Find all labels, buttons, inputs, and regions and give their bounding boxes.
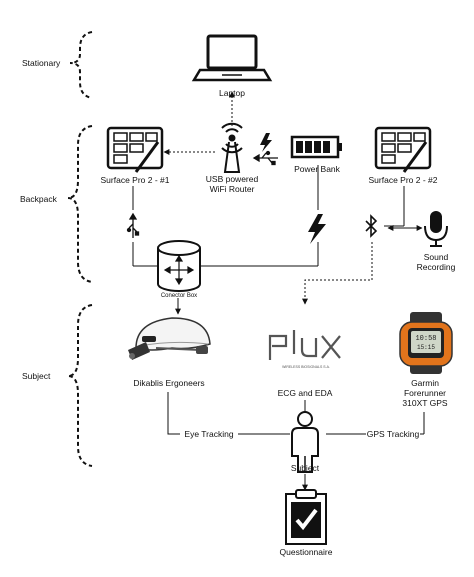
sound-label-line2: Recording	[416, 262, 456, 272]
clipboard-icon	[285, 489, 327, 545]
group-label-stationary: Stationary	[22, 58, 61, 68]
group-label-backpack: Backpack	[20, 194, 57, 204]
plux-logo	[268, 330, 341, 360]
router-label-line2: WiFi Router	[209, 184, 255, 194]
lightning-icon	[260, 133, 272, 152]
watch-icon: 10:58 15:15	[399, 312, 453, 374]
brace-backpack	[67, 125, 93, 283]
brace-stationary	[69, 31, 93, 99]
usb-icon	[126, 212, 140, 238]
brace-subject	[67, 304, 93, 467]
subject-person-label: Subject	[290, 463, 320, 473]
bluetooth-icon	[365, 214, 378, 238]
sound-label-line1: Sound	[423, 252, 449, 262]
svg-text:15:15: 15:15	[417, 344, 435, 351]
ecg-label: ECG and EDA	[277, 388, 333, 398]
connections	[132, 91, 425, 491]
power-bank-label: Power Bank	[294, 164, 340, 174]
group-label-subject: Subject	[22, 371, 51, 381]
dikablis-label: Dikablis Ergoneers	[133, 378, 205, 388]
router-icon	[221, 122, 243, 173]
lightning-icon	[308, 214, 326, 244]
database-icon	[157, 240, 201, 292]
battery-icon	[290, 135, 342, 159]
surface1-label: Surface Pro 2 - #1	[100, 175, 170, 185]
garmin-label-line2: Forerunner	[403, 388, 447, 398]
laptop-label: Laptop	[219, 88, 245, 98]
garmin-label-line1: Garmin	[411, 378, 439, 388]
questionnaire-label: Questionnaire	[279, 547, 333, 557]
svg-text:10:58: 10:58	[415, 335, 436, 343]
laptop-icon	[191, 34, 273, 82]
edge-label-gps-tracking: GPS Tracking	[366, 429, 420, 439]
plux-tagline: WIRELESS BIOSIGNALS S.A.	[282, 365, 330, 369]
tablet-icon	[374, 126, 432, 173]
router-label-line1: USB powered	[205, 174, 259, 184]
garmin-label-line3: 310XT GPS	[402, 398, 448, 408]
connector-box-label: Conector Box	[160, 293, 198, 299]
edge-label-eye-tracking: Eye Tracking	[184, 429, 234, 439]
tablet-icon	[106, 126, 164, 173]
person-icon	[291, 411, 319, 473]
usb-icon	[252, 150, 278, 166]
microphone-icon	[424, 211, 448, 247]
headset-icon	[128, 317, 211, 360]
surface2-label: Surface Pro 2 - #2	[368, 175, 438, 185]
